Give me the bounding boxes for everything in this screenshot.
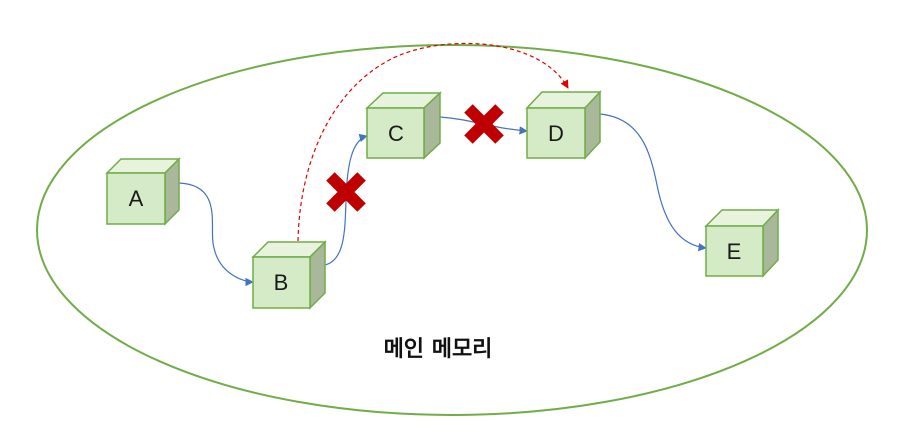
link-b-d-new [297,42,569,242]
node-e-label: E [727,239,742,264]
node-a: A [105,157,181,226]
main-memory-boundary [36,44,868,416]
node-b-label: B [274,270,289,295]
link-a-b [178,182,254,287]
cross-mark-icon [464,104,504,144]
node-d: D [525,90,602,160]
link-d-e [599,113,707,252]
node-a-label: A [129,186,144,211]
node-b: B [251,240,327,310]
node-e: E [704,208,780,278]
cross-mark-icon [326,172,366,212]
node-c-label: C [388,121,404,146]
node-c: C [365,91,442,160]
main-memory-caption: 메인 메모리 [384,337,493,362]
node-d-label: D [548,121,564,146]
